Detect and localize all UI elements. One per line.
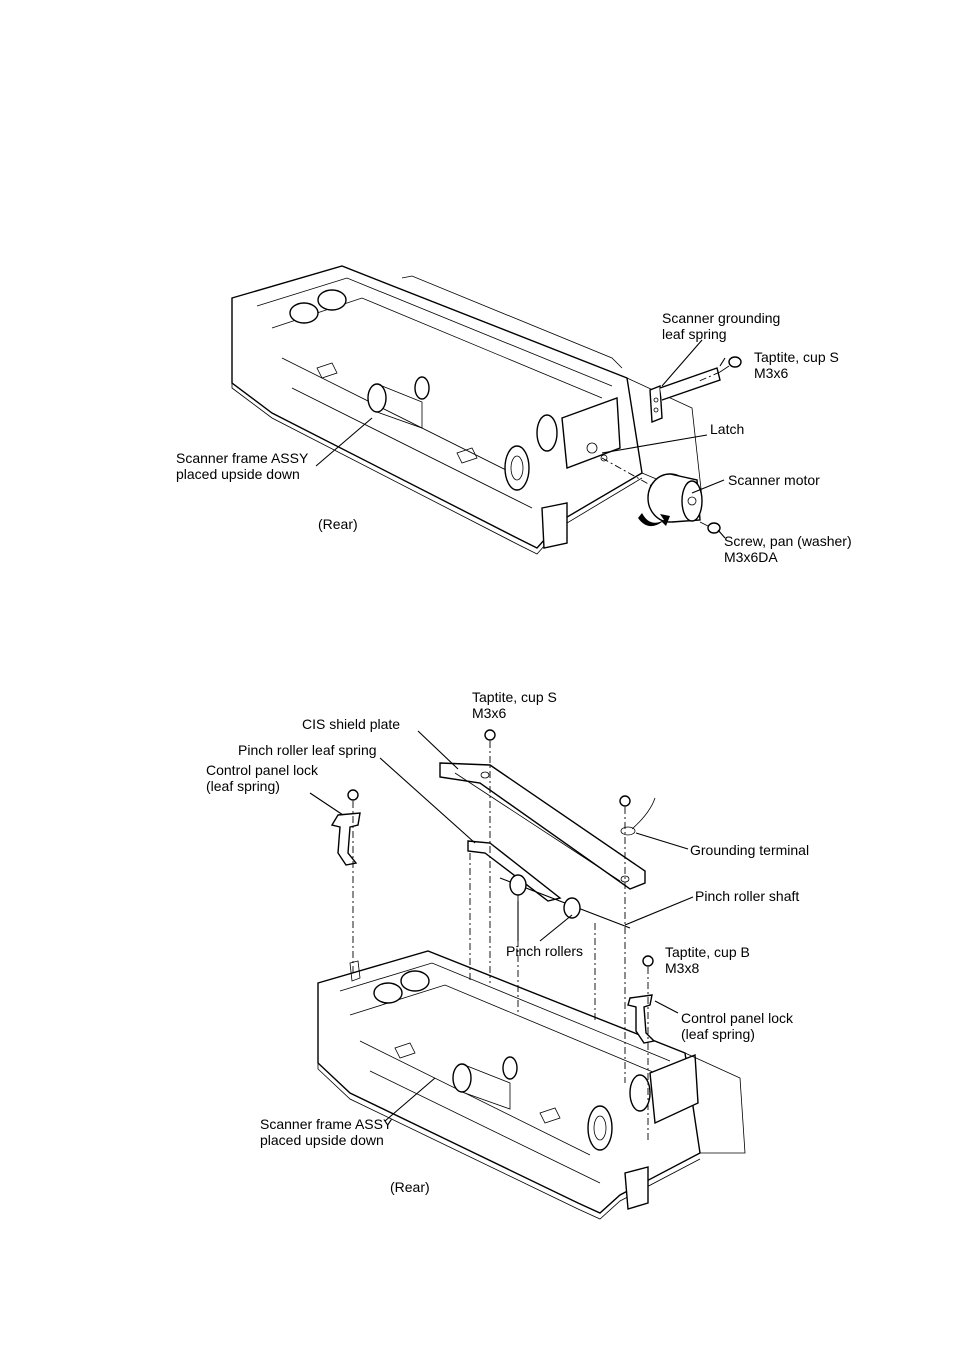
label-control-panel-lock-left-line1: Control panel lock (206, 762, 319, 778)
label-taptite-line1: Taptite, cup S (754, 349, 839, 365)
control-panel-lock-right-drawing (627, 955, 656, 1044)
label-taptite-s-line1: Taptite, cup S (472, 689, 557, 705)
leader-lines (309, 730, 694, 1122)
scanner-motor-drawing (601, 457, 721, 534)
control-panel-lock-left-drawing (330, 789, 361, 866)
label-control-panel-lock-right-line2: (leaf spring) (681, 1026, 755, 1042)
taptite-screw-drawing (696, 356, 742, 383)
label-control-panel-lock-left-line2: (leaf spring) (206, 778, 280, 794)
label-frame-line1: Scanner frame ASSY (260, 1116, 393, 1132)
label-grounding-spring-line2: leaf spring (662, 326, 727, 342)
label-cis-shield-plate: CIS shield plate (302, 716, 400, 732)
label-taptite-b-line1: Taptite, cup B (665, 944, 750, 960)
label-pinch-rollers: Pinch rollers (506, 943, 583, 959)
label-screw-line2: M3x6DA (724, 549, 778, 565)
screws-drawing (484, 729, 656, 836)
label-frame-line2: placed upside down (260, 1132, 384, 1148)
label-frame-line1: Scanner frame ASSY (176, 450, 309, 466)
label-latch: Latch (710, 421, 744, 437)
label-pinch-roller-shaft: Pinch roller shaft (695, 888, 799, 904)
label-rear: (Rear) (390, 1179, 430, 1195)
cis-shield-plate-drawing (439, 762, 646, 890)
leader-lines (315, 339, 726, 539)
grounding-leaf-spring-drawing (649, 367, 721, 424)
label-taptite-line2: M3x6 (754, 365, 788, 381)
label-taptite-s-line2: M3x6 (472, 705, 506, 721)
label-control-panel-lock-right-line1: Control panel lock (681, 1010, 794, 1026)
label-rear: (Rear) (318, 516, 358, 532)
label-grounding-terminal: Grounding terminal (690, 842, 809, 858)
label-scanner-motor: Scanner motor (728, 472, 820, 488)
figure1-drawing: Scanner grounding leaf spring Taptite, c… (176, 265, 852, 565)
figure-cis-shield-removal: Taptite, cup S M3x6 CIS shield plate Pin… (200, 683, 840, 1223)
label-taptite-b-line2: M3x8 (665, 960, 699, 976)
label-screw-line1: Screw, pan (washer) (724, 533, 852, 549)
figure2-drawing: Taptite, cup S M3x6 CIS shield plate Pin… (206, 689, 809, 1220)
label-grounding-spring-line1: Scanner grounding (662, 310, 780, 326)
figure-scanner-motor-removal: Scanner grounding leaf spring Taptite, c… (172, 258, 872, 573)
scanner-frame-drawing (317, 950, 746, 1220)
label-frame-line2: placed upside down (176, 466, 300, 482)
scanner-frame-drawing (231, 265, 703, 555)
label-pinch-roller-leaf-spring: Pinch roller leaf spring (238, 742, 377, 758)
